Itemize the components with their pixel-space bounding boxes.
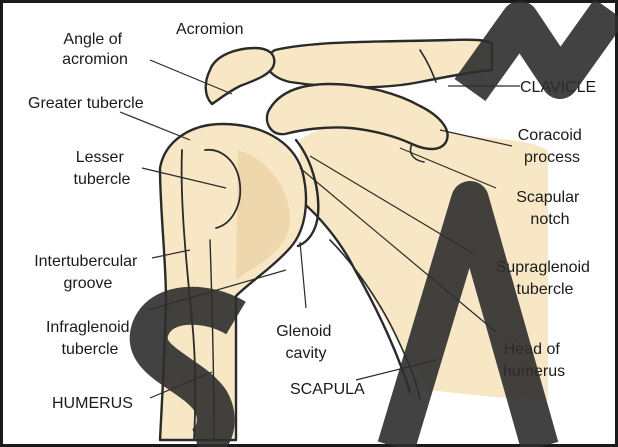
label-glenoid-cavity-line2: cavity (286, 345, 327, 362)
label-infraglenoid-tubercle-line1: Infraglenoid (46, 319, 130, 336)
label-angle-of-acromion-line2: acromion (62, 51, 128, 68)
label-lesser-tubercle-line1: Lesser (76, 149, 125, 166)
label-intertubercular-groove-line1: Intertubercular (34, 253, 138, 270)
label-lesser-tubercle-line2: tubercle (74, 171, 131, 188)
label-greater-tubercle: Greater tubercle (28, 95, 144, 112)
label-humerus: HUMERUS (52, 395, 133, 412)
label-acromion: Acromion (176, 21, 244, 38)
label-scapular-notch-line1: Scapular (516, 189, 580, 206)
label-angle-of-acromion-line1: Angle of (63, 31, 122, 48)
label-coracoid-process-line2: process (524, 149, 580, 166)
label-intertubercular-groove-line2: groove (64, 275, 113, 292)
label-scapula: SCAPULA (290, 381, 365, 398)
label-coracoid-process-line1: Coracoid (518, 127, 582, 144)
label-glenoid-cavity-line1: Glenoid (276, 323, 331, 340)
label-scapular-notch-line2: notch (530, 211, 569, 228)
label-supraglenoid-tubercle-line2: tubercle (517, 281, 574, 298)
label-infraglenoid-tubercle-line2: tubercle (62, 341, 119, 358)
